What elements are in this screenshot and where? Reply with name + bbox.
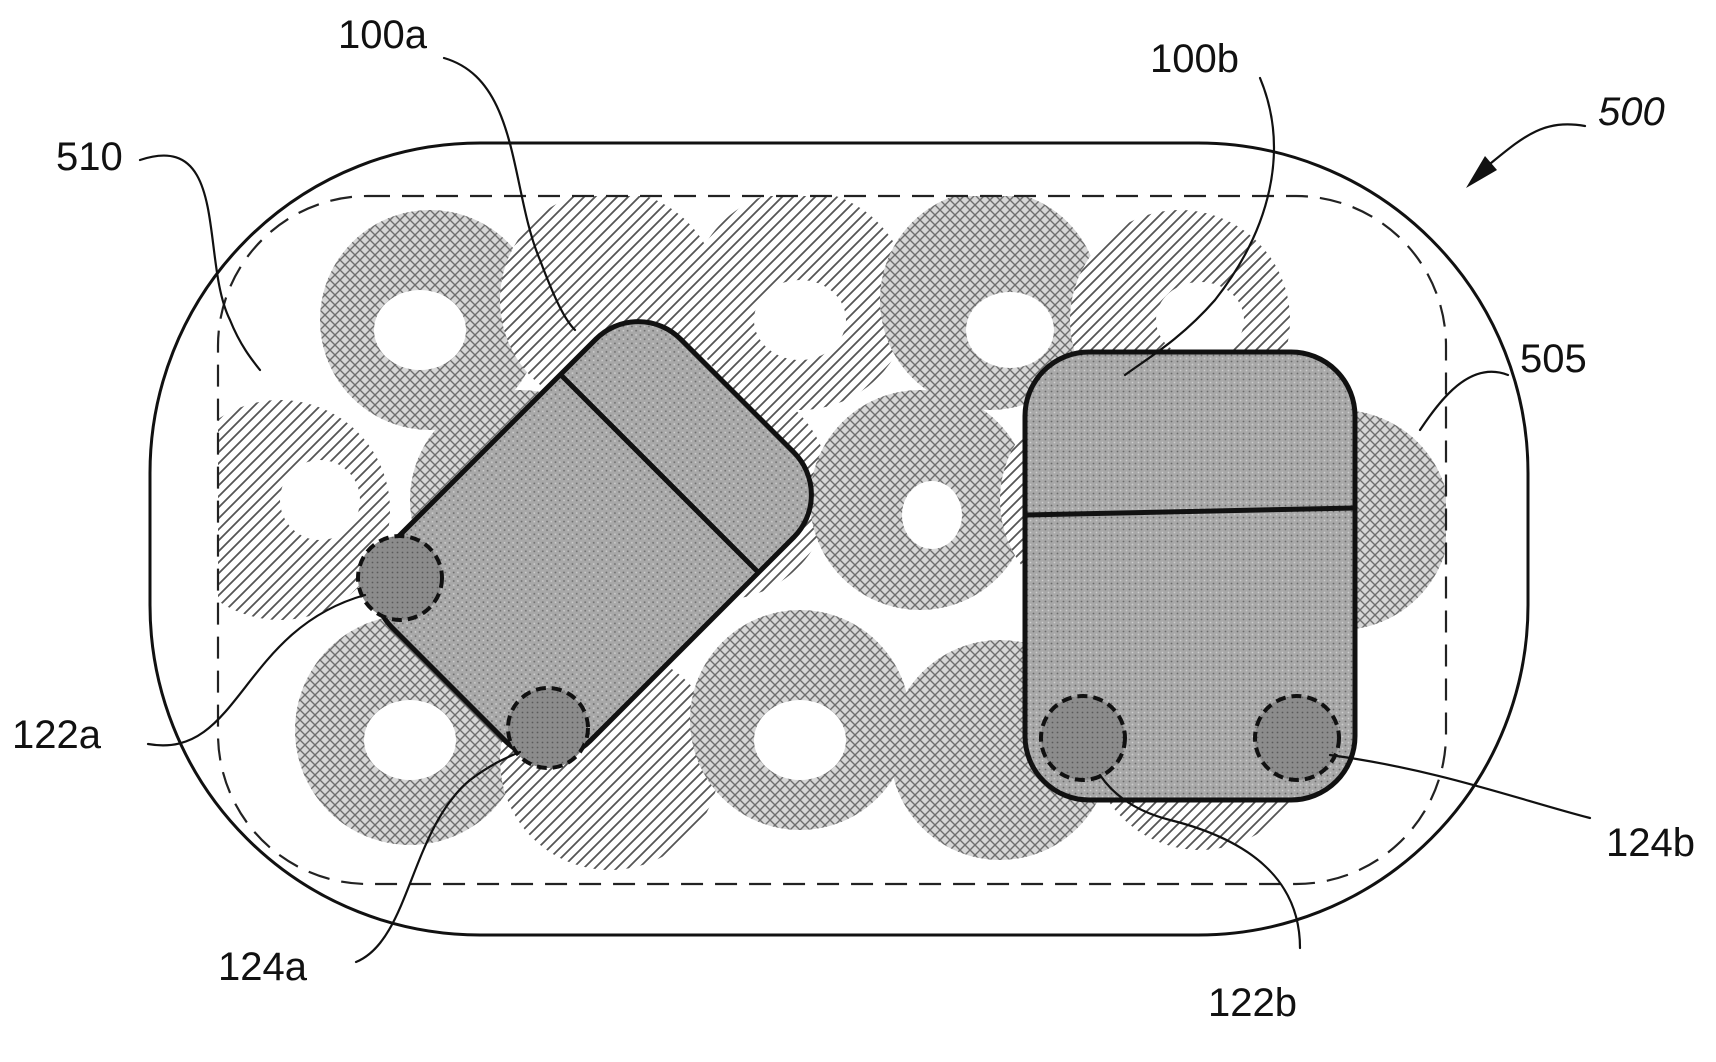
label-100b: 100b [1150, 37, 1239, 81]
contact-124a [506, 686, 590, 770]
leader-510 [138, 154, 262, 372]
leader-505 [1418, 370, 1510, 432]
label-500: 500 [1598, 90, 1665, 134]
device-b [1022, 349, 1358, 803]
label-122a: 122a [12, 713, 102, 757]
leader-122a [146, 593, 367, 747]
label-124b: 124b [1606, 821, 1695, 865]
device-a [372, 319, 814, 761]
label-122b: 122b [1208, 981, 1297, 1025]
arrowhead-500 [1466, 156, 1497, 188]
leader-100b [1123, 76, 1276, 377]
leader-122b [1098, 773, 1302, 950]
label-510: 510 [56, 135, 123, 179]
leader-100a [442, 56, 577, 332]
label-505: 505 [1520, 337, 1587, 381]
contact-122b [1039, 694, 1127, 782]
contact-122a [356, 534, 444, 622]
label-100a: 100a [338, 13, 428, 57]
dashed-boundary [216, 194, 1448, 886]
leader-124b [1328, 753, 1592, 820]
contact-124b [1253, 694, 1341, 782]
leader-124a [354, 750, 522, 964]
leader-500 [1478, 123, 1587, 174]
label-124a: 124a [218, 945, 308, 989]
